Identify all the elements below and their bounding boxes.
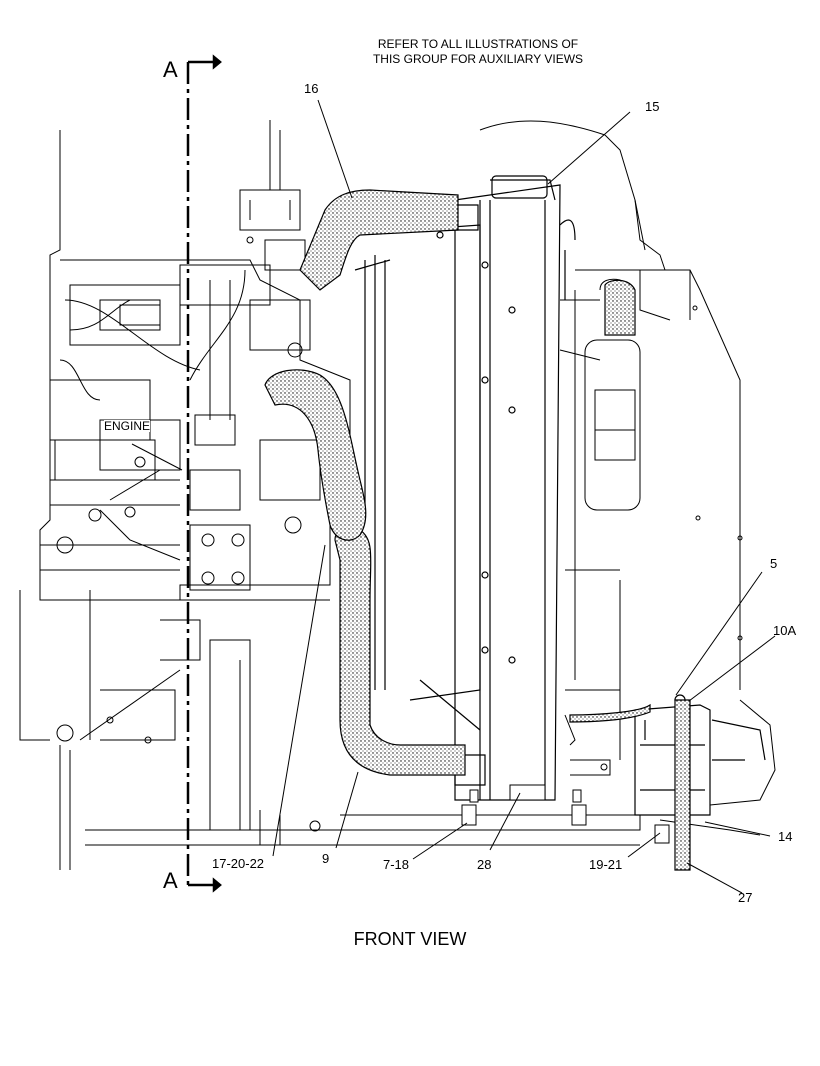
- section-line-a-a: [186, 54, 222, 893]
- callout-19-21: 19-21: [589, 857, 623, 872]
- engine-label: ENGINE: [104, 419, 151, 433]
- callout-27: 27: [738, 890, 753, 905]
- engine-block: [39, 120, 351, 601]
- note-line-2: THIS GROUP FOR AUXILIARY VIEWS: [372, 52, 584, 66]
- mounting-bolts: [461, 784, 670, 844]
- shroud: [479, 120, 743, 776]
- callout-17-20-22: 17-20-22: [212, 856, 265, 871]
- coolant-tank: [634, 694, 766, 816]
- callout-10a: 10A: [773, 623, 797, 638]
- section-marker-bottom: A: [163, 868, 178, 893]
- engine-hose: [264, 369, 367, 541]
- callout-9: 9: [322, 851, 330, 866]
- hoses: [264, 189, 691, 871]
- section-marker-top: A: [163, 57, 178, 82]
- callout-7-18: 7-18: [383, 857, 410, 872]
- tank-hose: [604, 279, 636, 336]
- view-caption: FRONT VIEW: [353, 929, 467, 949]
- note-line-1: REFER TO ALL ILLUSTRATIONS OF: [377, 37, 579, 51]
- callout-14: 14: [778, 829, 793, 844]
- overflow-tube: [674, 699, 691, 871]
- callout-28: 28: [477, 857, 492, 872]
- leader-lines: [131, 99, 776, 894]
- lower-hose: [334, 527, 466, 776]
- radiator: [354, 175, 576, 801]
- fill-line: [569, 703, 651, 723]
- callout-15: 15: [645, 99, 660, 114]
- callout-16: 16: [304, 81, 319, 96]
- callout-5: 5: [770, 556, 778, 571]
- upper-hose: [299, 189, 459, 291]
